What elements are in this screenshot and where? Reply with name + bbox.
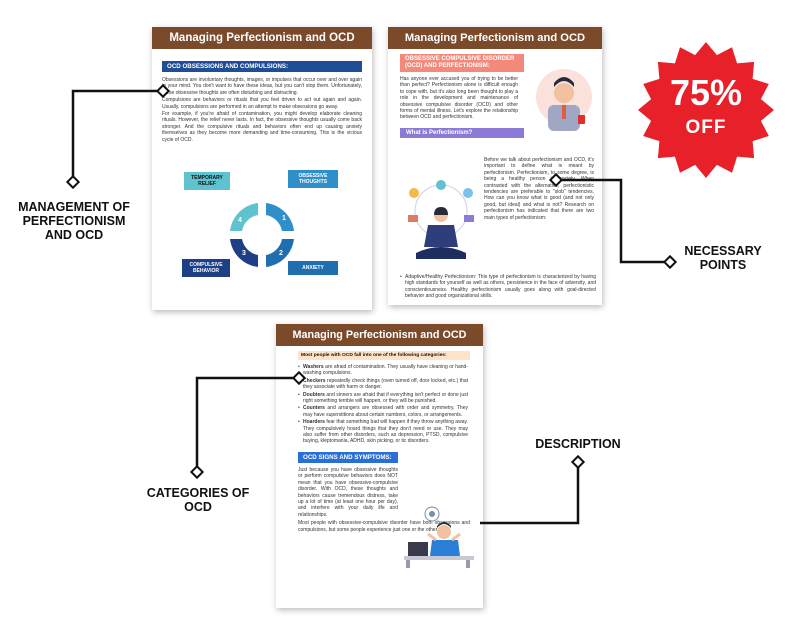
connector-node [189,464,205,480]
cycle-number: 2 [279,250,283,257]
section-label: OCD OBSESSIONS AND COMPULSIONS: [162,61,362,72]
list-item: Doubters and sinners are afraid that if … [298,392,468,405]
frustrated-man-illustration [404,506,474,568]
cycle-segment-2 [266,239,294,267]
list-item: Checkers repeatedly check things (oven t… [298,378,468,391]
what-is-perfectionism-label: What is Perfectionism? [400,127,524,138]
cycle-number: 4 [238,217,242,224]
paragraph: Obsessions are involuntary thoughts, ima… [162,77,362,96]
page-ocd-categories: Managing Perfectionism and OCD Most peop… [276,324,483,608]
what-is-perfectionism-text: Before we talk about perfectionism and O… [484,157,594,221]
categories-label: Most people with OCD fall into one of th… [298,351,470,360]
final-text: Most people with obsessive-compulsive di… [298,520,470,533]
page-header: Managing Perfectionism and OCD [152,27,372,49]
adaptive-perfectionism-bullet: Adaptive/Healthy Perfectionism: This typ… [400,274,596,301]
page-ocd-perfectionism: Managing Perfectionism and OCD OBSESSIVE… [388,27,602,305]
signs-text: Just because you have obsessive thoughts… [298,466,398,518]
page-obsessions-compulsions: Managing Perfectionism and OCD OCD OBSES… [152,27,372,310]
section-label: OBSESSIVE COMPULSIVE DISORDER (OCD) AND … [400,54,524,72]
cycle-box-anxiety: ANXIETY [288,261,338,275]
list-item: Washers are afraid of contamination. The… [298,364,468,377]
connector-node [570,454,586,470]
cycle-box-obsessive-thoughts: OBSESSIVE THOUGHTS [288,170,338,188]
cycle-segment-4 [230,203,258,231]
sale-off-label: OFF [685,117,727,138]
section-body: Obsessions are involuntary thoughts, ima… [162,77,362,143]
list-item: Hoarders fear that something bad will ha… [298,419,468,445]
signs-label: OCD SIGNS AND SYMPTOMS: [298,451,398,463]
callout-necessary-points: NECESSARY POINTS [684,244,762,272]
callout-categories: CATEGORIES OF OCD [146,486,250,514]
intro-text: Has anyone ever accused you of trying to… [400,76,518,121]
page-header: Managing Perfectionism and OCD [276,324,483,346]
sale-percent: 75% [669,72,743,113]
cycle-number: 1 [282,215,286,222]
cycle-box-temporary-relief: TEMPORARY RELIEF [184,172,230,190]
meditation-illustration [408,180,474,259]
stressed-man-illustration [536,69,592,131]
paragraph: Compulsions are behaviors or rituals tha… [162,97,362,110]
sale-starburst-badge [638,42,774,178]
categories-list: Washers are afraid of contamination. The… [298,364,468,445]
cycle-segment-1 [266,203,294,231]
connector-node [65,174,81,190]
cycle-segment-3 [230,239,258,267]
page-title: Managing Perfectionism and OCD [169,32,355,44]
cycle-number: 3 [242,250,246,257]
callout-management: MANAGEMENT OF PERFECTIONISM AND OCD [18,200,130,242]
cycle-box-compulsive-behavior: COMPULSIVE BEHAVIOR [182,259,230,277]
list-item: Counters and arrangers are obsessed with… [298,405,468,418]
page-title: Managing Perfectionism and OCD [292,329,467,341]
page-header: Managing Perfectionism and OCD [388,27,602,49]
ocd-cycle-diagram: 1 2 3 4 [230,203,294,267]
page-title: Managing Perfectionism and OCD [404,32,586,44]
callout-description: DESCRIPTION [535,437,621,451]
paragraph: For example, if you're afraid of contami… [162,111,362,143]
